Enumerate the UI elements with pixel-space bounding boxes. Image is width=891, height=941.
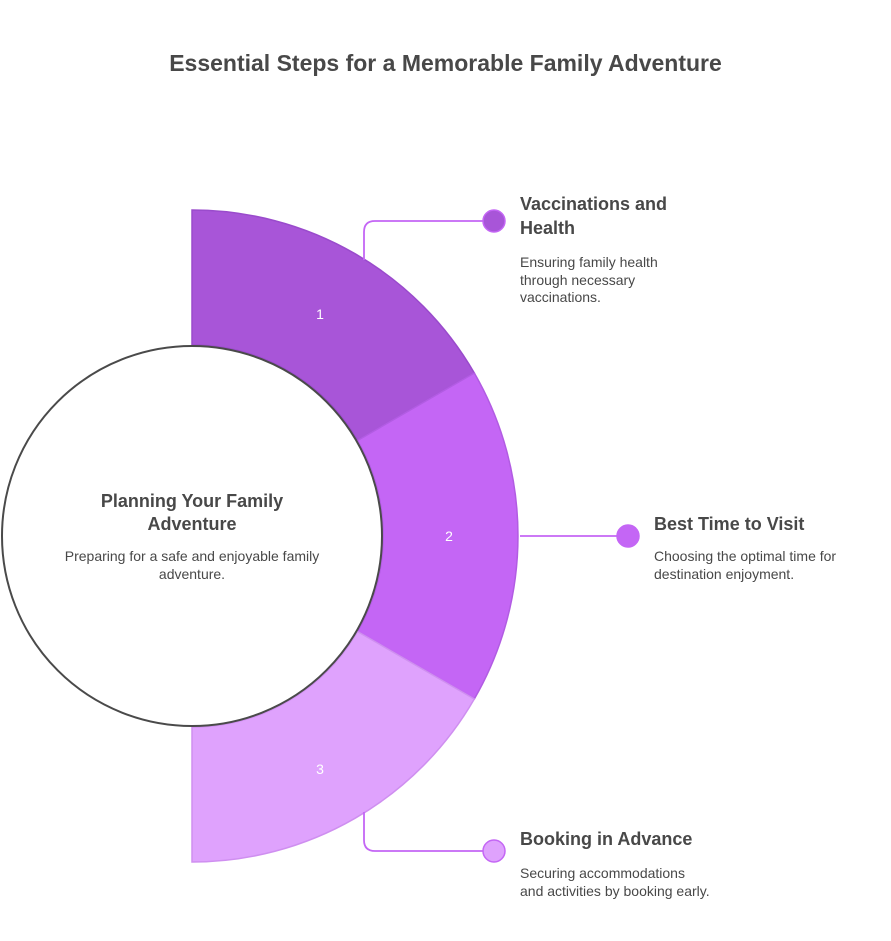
segment-2-number: 2 <box>445 528 453 544</box>
marker-2 <box>616 524 640 548</box>
marker-1 <box>482 209 506 233</box>
step-3-title: Booking in Advance <box>520 829 693 849</box>
segment-3 <box>191 630 476 863</box>
segment-3-number: 3 <box>316 761 324 777</box>
connector-1 <box>363 220 484 260</box>
marker-3 <box>482 839 506 863</box>
step-3-description: Securing accommodations and activities b… <box>520 865 710 899</box>
step-1-description: Ensuring family health through necessary… <box>520 254 658 305</box>
segment-1-number: 1 <box>316 306 324 322</box>
page-title: Essential Steps for a Memorable Family A… <box>169 50 722 76</box>
center-title: Planning Your Family Adventure <box>100 491 284 534</box>
segment-2 <box>356 371 519 701</box>
step-2-description: Choosing the optimal time for destinatio… <box>654 548 837 582</box>
step-2-title: Best Time to Visit <box>654 514 805 534</box>
center-circle <box>1 345 383 727</box>
center-description: Preparing for a safe and enjoyable famil… <box>64 548 320 582</box>
connector-3 <box>363 812 484 852</box>
step-1-title: Vaccinations and Health <box>520 194 668 238</box>
